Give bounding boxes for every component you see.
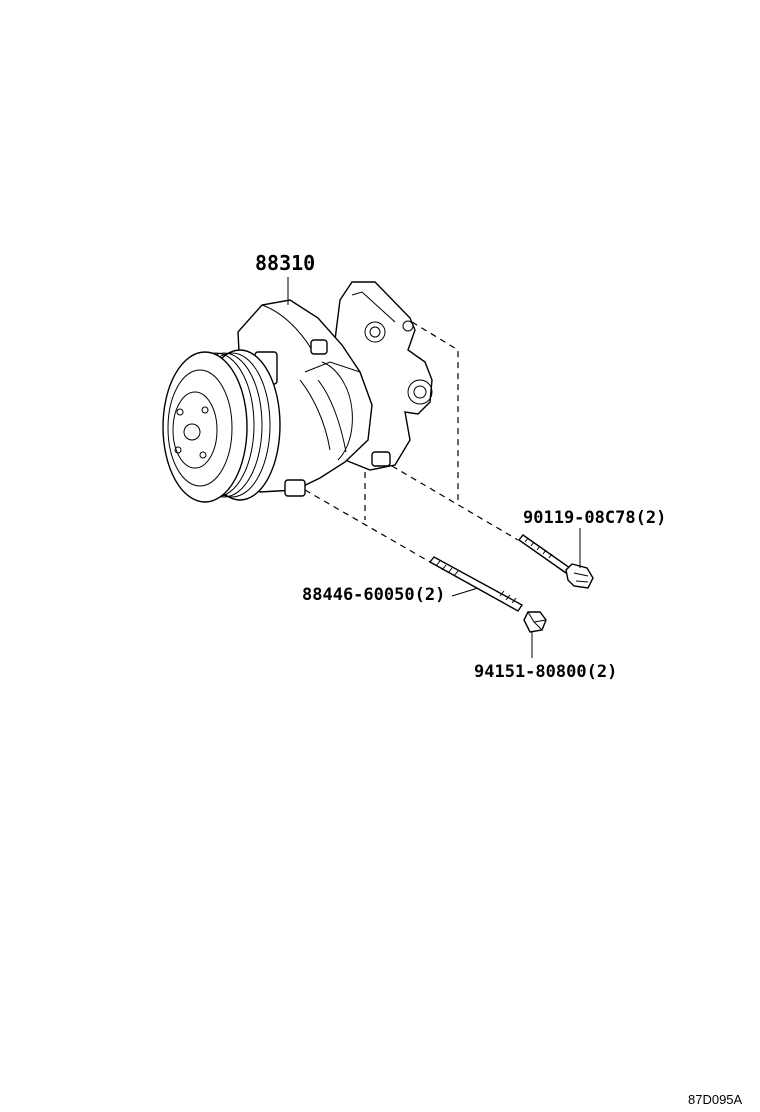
part-label-94151-80800: 94151-80800(2) (474, 662, 617, 682)
leader-lines (287, 277, 581, 658)
part-number: 90119-08C78 (523, 508, 636, 528)
part-number: 88446-60050 (302, 585, 415, 605)
part-label-88310: 88310 (255, 251, 315, 275)
nut-94151-80800 (523, 611, 547, 633)
ac-compressor-illustration (162, 281, 433, 503)
part-qty: (2) (587, 662, 618, 682)
part-label-90119-08c78: 90119-08C78(2) (523, 508, 666, 528)
bolt-90119-08c78 (517, 534, 594, 589)
part-qty: (2) (636, 508, 667, 528)
part-qty: (2) (415, 585, 446, 605)
alignment-lines (304, 321, 519, 563)
part-number: 94151-80800 (474, 662, 587, 682)
part-label-88446-60050: 88446-60050(2) (302, 585, 445, 605)
diagram-code: 87D095A (688, 1092, 743, 1107)
stud-88446-60050 (428, 556, 524, 612)
